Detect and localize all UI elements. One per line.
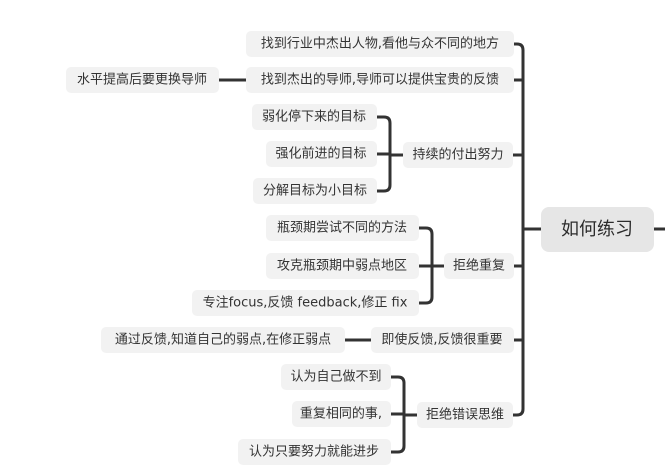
- branch-label: 拒绝重复: [453, 258, 505, 274]
- branch-feedback-important[interactable]: 即使反馈,反馈很重要: [371, 327, 514, 353]
- main-bracket: [511, 42, 525, 417]
- branch-label: 即使反馈,反馈很重要: [381, 332, 502, 348]
- leaf-think-cannot-do[interactable]: 认为自己做不到: [281, 364, 391, 390]
- branch-label: 找到杰出的导师,导师可以提供宝贵的反馈: [261, 72, 499, 88]
- leaf-label: 重复相同的事,: [300, 406, 382, 422]
- leaf-repeat-same-thing[interactable]: 重复相同的事,: [292, 401, 391, 427]
- leaf-weaken-stop-goals[interactable]: 弱化停下来的目标: [252, 104, 377, 130]
- leaf-split-goals[interactable]: 分解目标为小目标: [253, 178, 377, 204]
- branch-find-outstanding-people[interactable]: 找到行业中杰出人物,看他与众不同的地方: [246, 31, 514, 57]
- leaf-focus-feedback-fix[interactable]: 专注focus,反馈 feedback,修正 fix: [192, 290, 419, 316]
- connector-lines: [217, 42, 665, 454]
- leaf-label: 攻克瓶颈期中弱点地区: [277, 259, 407, 274]
- branch-label: 持续的付出努力: [412, 147, 503, 163]
- leaf-label: 通过反馈,知道自己的弱点,在修正弱点: [115, 332, 331, 348]
- leaf-label: 瓶颈期尝试不同的方法: [277, 220, 407, 236]
- leaf-try-different-methods[interactable]: 瓶颈期尝试不同的方法: [266, 215, 419, 241]
- leaf-label: 强化前进的目标: [275, 146, 366, 162]
- leaf-label: 弱化停下来的目标: [262, 109, 366, 125]
- leaf-label: 认为只要努力就能进步: [249, 445, 379, 460]
- leaf-label: 分解目标为小目标: [263, 184, 367, 199]
- leaf-label: 水平提高后要更换导师: [77, 72, 207, 88]
- leaf-label: 认为自己做不到: [290, 370, 381, 385]
- root-node-label: 如何练习: [561, 219, 633, 240]
- leaf-label: 专注focus,反馈 feedback,修正 fix: [203, 296, 408, 311]
- leaf-effort-means-progress[interactable]: 认为只要努力就能进步: [238, 439, 391, 465]
- leaf-know-weakness[interactable]: 通过反馈,知道自己的弱点,在修正弱点: [101, 327, 345, 353]
- leaf-change-mentor[interactable]: 水平提高后要更换导师: [66, 67, 219, 93]
- leaf-attack-weak-areas[interactable]: 攻克瓶颈期中弱点地区: [266, 253, 419, 279]
- root-node[interactable]: 如何练习: [541, 207, 654, 252]
- leaf-strengthen-forward-goals[interactable]: 强化前进的目标: [266, 141, 377, 167]
- branch-reject-repetition[interactable]: 拒绝重复: [444, 253, 514, 279]
- branch-label: 找到行业中杰出人物,看他与众不同的地方: [261, 36, 499, 52]
- branch-continuous-effort[interactable]: 持续的付出努力: [403, 142, 513, 168]
- branch-label: 拒绝错误思维: [426, 407, 504, 423]
- branch-reject-wrong-thinking[interactable]: 拒绝错误思维: [417, 402, 513, 428]
- branch-find-mentor[interactable]: 找到杰出的导师,导师可以提供宝贵的反馈: [246, 67, 514, 93]
